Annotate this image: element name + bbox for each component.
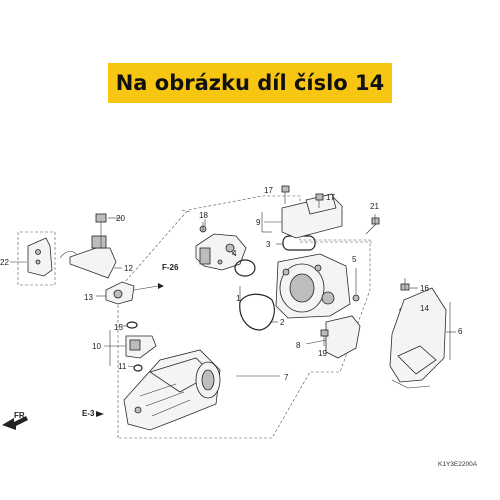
title-text: Na obrázku díl číslo 14 [115,71,385,95]
label-15: 15 [114,323,123,332]
reference-labels: F-26 E-3 FR. [14,263,179,420]
label-18: 18 [199,211,208,220]
part-8-bracket [305,315,361,359]
part-11-seal [127,364,143,372]
part-10-injector [104,330,157,366]
part-9-cover [264,193,343,239]
front-arrow [2,416,28,430]
throttle-body [275,253,351,319]
part-6-cover [389,287,456,389]
part-2-gasket [239,293,278,331]
label-21: 21 [370,202,379,211]
label-2: 2 [280,318,285,327]
part-12-bracket [59,235,122,279]
label-4: 4 [232,249,237,258]
e3-arrow [96,411,104,417]
label-7: 7 [284,373,289,382]
part-17-screw-b [315,193,324,208]
part-17-screw-a [281,185,290,204]
label-3: 3 [266,240,271,249]
title-banner: Na obrázku díl číslo 14 [108,63,392,103]
intake-manifold [123,349,221,431]
part-20-bolt [95,213,122,248]
label-8: 8 [296,341,301,350]
part-22-bracket [10,231,56,286]
part-13-sensor [96,281,164,305]
label-6: 6 [458,327,463,336]
label-10: 10 [92,342,101,351]
part-15-oring [121,321,138,329]
part-21-bolt [365,214,380,235]
part-19-screw [320,329,329,346]
part-5-nut [352,268,360,302]
part-16-bolt [400,278,418,291]
label-22: 22 [0,258,9,267]
leader-lines [204,212,280,377]
part-18-sensor [199,222,207,233]
ref-e3: E-3 [82,409,95,418]
label-11: 11 [118,362,127,371]
label-16: 16 [420,284,429,293]
label-9: 9 [256,218,261,227]
label-17a: 17 [264,186,273,195]
label-14: 14 [420,304,429,313]
label-19: 19 [318,349,327,358]
oring-4 [234,259,256,277]
assembly-outline [117,195,372,439]
label-13: 13 [84,293,93,302]
label-12: 12 [124,264,133,273]
label-20: 20 [116,214,125,223]
ref-front: FR. [14,411,27,420]
ref-f26: F-26 [162,263,179,272]
label-1: 1 [236,294,241,303]
label-17b: 17 [326,193,335,202]
label-5: 5 [352,255,357,264]
part-labels: 1 2 3 4 5 6 7 8 9 10 11 12 13 14 15 16 1… [0,186,463,382]
diagram-code: K1Y3E2200A [438,461,478,468]
part-4-throttle-sensor [195,233,247,271]
